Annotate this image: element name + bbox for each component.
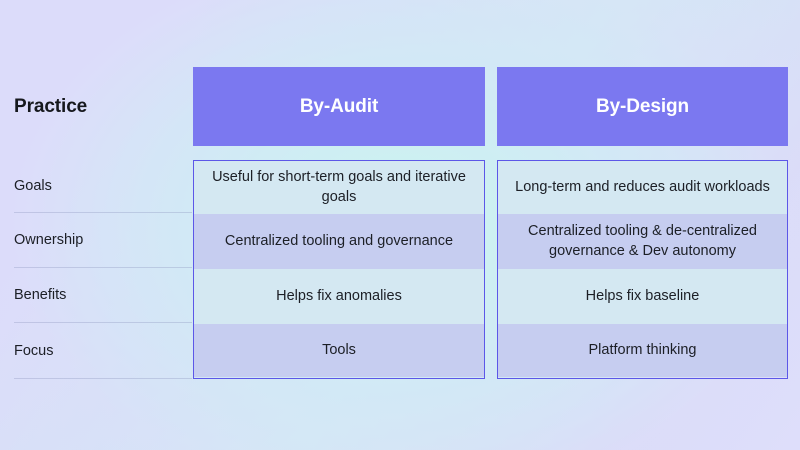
table-cell: Long-term and reduces audit workloads xyxy=(498,161,787,214)
column-body-by-design: Long-term and reduces audit workloads Ce… xyxy=(497,160,788,379)
column-header-text: By-Design xyxy=(595,95,690,117)
row-label-text: Focus xyxy=(14,342,54,359)
row-label-benefits: Benefits xyxy=(14,268,192,323)
row-label-column: Practice Goals Ownership Benefits Focus xyxy=(14,67,192,379)
cell-text: Centralized tooling & de-centralized gov… xyxy=(528,223,757,259)
row-label-goals: Goals xyxy=(14,160,192,213)
cell-text: Platform thinking xyxy=(588,341,697,358)
row-label-text: Ownership xyxy=(14,232,84,248)
column-header-by-design: By-Design xyxy=(497,67,788,146)
table-cell: Helps fix baseline xyxy=(498,269,787,324)
cell-text: Long-term and reduces audit workloads xyxy=(515,178,770,195)
cell-text: Centralized tooling and governance xyxy=(224,232,454,249)
cell-text: Helps fix anomalies xyxy=(276,287,402,304)
row-label-ownership: Ownership xyxy=(14,213,192,268)
row-label-text: Goals xyxy=(14,178,52,194)
row-label-text: Benefits xyxy=(14,287,67,303)
table-cell: Tools xyxy=(194,324,484,377)
cell-text: Useful for short-term goals and iterativ… xyxy=(212,169,466,205)
table-cell: Platform thinking xyxy=(498,324,787,377)
column-header-by-audit: By-Audit xyxy=(193,67,485,146)
column-by-design: By-Design xyxy=(497,67,788,146)
table-cell: Centralized tooling & de-centralized gov… xyxy=(498,214,787,269)
table-cell: Helps fix anomalies xyxy=(194,269,484,324)
column-body-by-audit: Useful for short-term goals and iterativ… xyxy=(193,160,485,379)
page-title: Practice xyxy=(14,95,88,117)
cell-text: Helps fix baseline xyxy=(585,287,700,304)
row-label-focus: Focus xyxy=(14,323,192,379)
column-by-audit: By-Audit xyxy=(193,67,485,146)
cell-text: Tools xyxy=(322,341,356,358)
column-header-text: By-Audit xyxy=(299,95,379,117)
table-cell: Useful for short-term goals and iterativ… xyxy=(194,161,484,214)
table-cell: Centralized tooling and governance xyxy=(194,214,484,269)
